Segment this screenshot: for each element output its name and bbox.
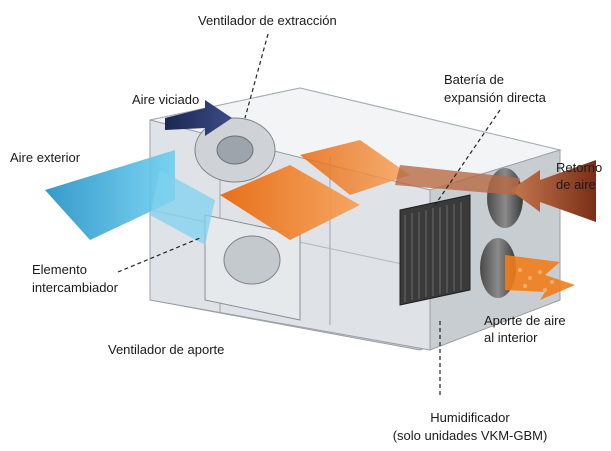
label-bateria-line2: expansión directa (444, 90, 546, 105)
exhaust-fan (194, 117, 276, 183)
return-air-arrow (510, 160, 596, 222)
label-aire-exterior: Aire exterior (10, 150, 81, 165)
label-humidificador-line2: (solo unidades VKM-GBM) (392, 428, 548, 443)
return-air-stream (395, 165, 520, 195)
dx-coil (399, 194, 471, 306)
label-retorno-line2: de aire (556, 177, 596, 192)
leader-bateria (434, 109, 501, 206)
supply-fan (204, 214, 301, 321)
heat-exchanger (220, 140, 410, 240)
leader-ventilador-extraccion (244, 33, 269, 119)
label-ventilador-extraccion: Ventilador de extracción (198, 13, 337, 28)
label-elemento-line2: intercambiador (32, 280, 118, 295)
label-humidificador-line1: Humidificador (430, 410, 510, 425)
stale-air-arrow (165, 100, 232, 136)
label-aire-viciado: Aire viciado (132, 92, 200, 107)
outdoor-air-arrow (45, 150, 175, 240)
label-aporte-line2: al interior (484, 330, 538, 345)
leader-elemento (117, 237, 201, 273)
supply-air-arrow (505, 255, 575, 300)
label-retorno-line1: Retorno (556, 160, 603, 175)
label-aporte-line1: Aporte de aire (484, 313, 566, 328)
label-bateria-line1: Batería de (444, 72, 504, 87)
label-ventilador-aporte: Ventilador de aporte (108, 342, 225, 357)
outdoor-air-stream (150, 170, 215, 245)
label-elemento-line1: Elemento (32, 262, 87, 277)
